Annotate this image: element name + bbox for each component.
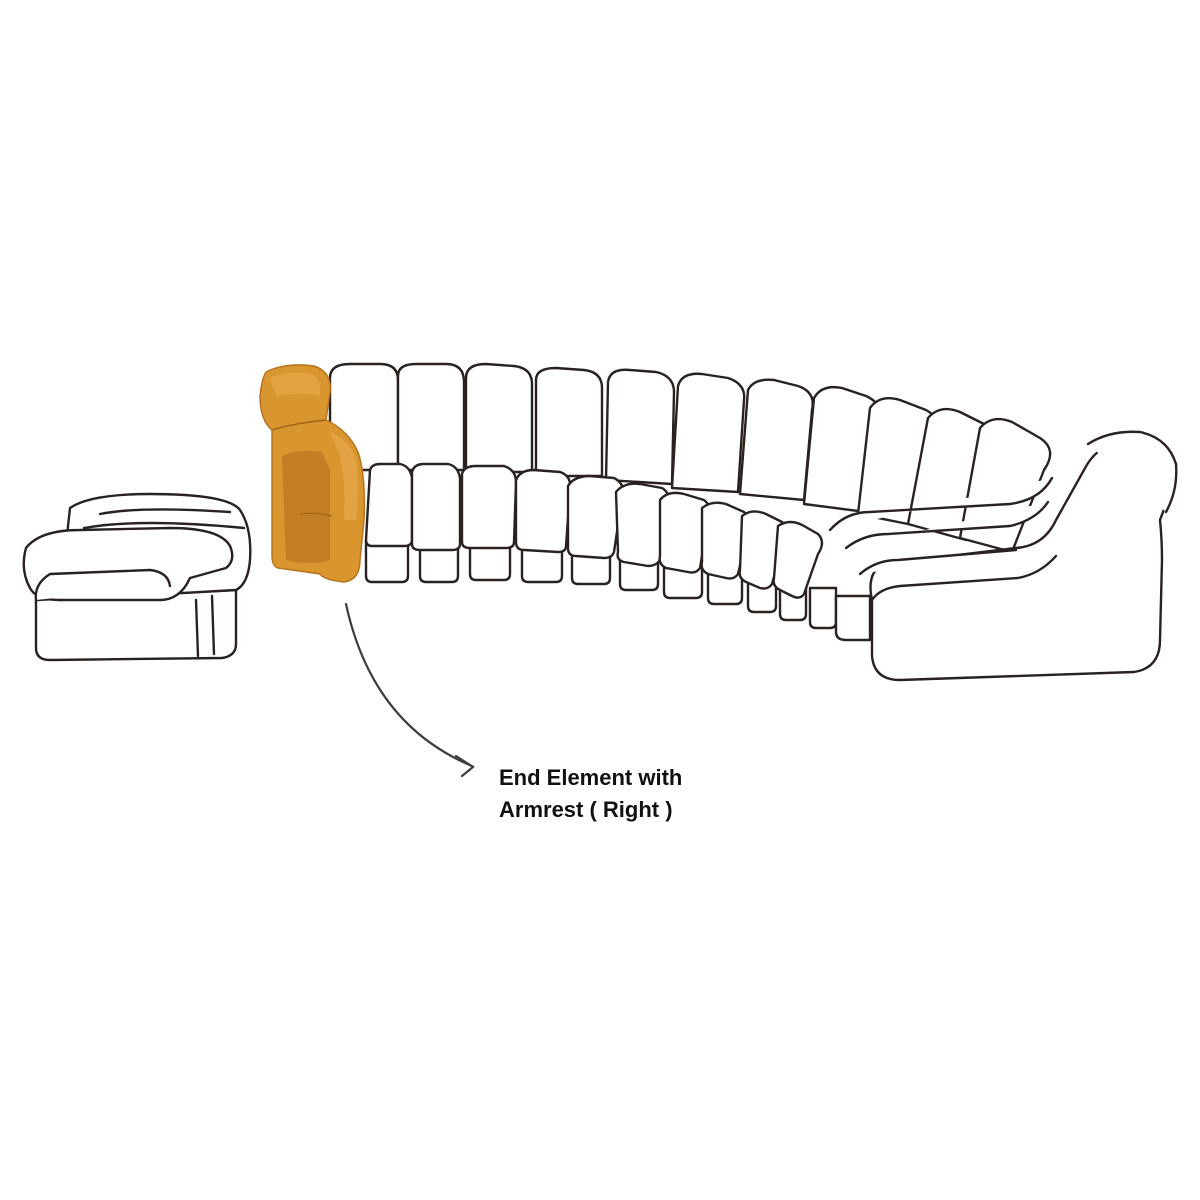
highlighted-armrest-module <box>259 364 366 583</box>
callout-label: End Element with Armrest ( Right ) <box>499 762 682 826</box>
curved-arrow-icon <box>344 602 475 778</box>
ottoman <box>22 492 252 662</box>
sofa-seats <box>364 462 824 599</box>
callout-label-line-1: End Element with <box>499 765 683 790</box>
sofa-right-armrest-end <box>828 430 1178 682</box>
callout-label-line-2: Armrest ( Right ) <box>499 797 673 822</box>
